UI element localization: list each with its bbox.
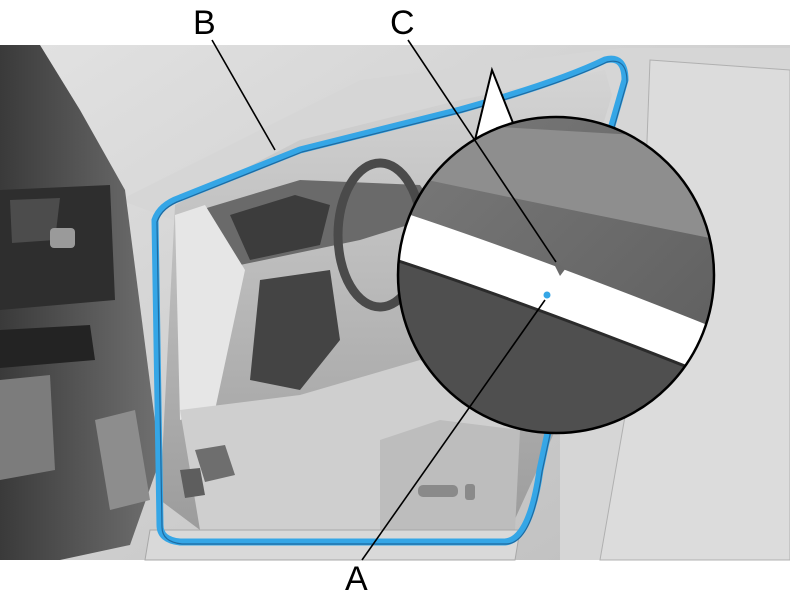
pedal-brake	[180, 468, 205, 498]
zoom-trim-strip	[398, 205, 714, 380]
a-pillar-trim	[175, 205, 245, 420]
zoom-inset	[396, 115, 716, 435]
door-speaker	[0, 375, 55, 480]
seat-switch	[418, 485, 458, 497]
seal-highlight-dot	[543, 291, 551, 299]
instrument-cluster	[230, 195, 330, 260]
zoom-roof-panel	[398, 120, 714, 240]
leader-line-a	[361, 299, 546, 561]
leader-line-b	[211, 39, 276, 151]
zoom-inset-border	[396, 115, 716, 435]
zoom-seal-lip	[398, 253, 714, 382]
door-trim-pattern	[10, 198, 60, 243]
door-handle	[50, 228, 75, 248]
pedal	[195, 445, 235, 482]
door-pocket	[95, 410, 150, 510]
zoom-clip-tab	[553, 262, 566, 276]
seat-switch-lever	[465, 484, 475, 500]
zoom-seal-body	[398, 255, 714, 433]
callout-label-a: A	[345, 560, 368, 598]
callout-label-c: C	[390, 4, 415, 42]
steering-column	[250, 270, 340, 390]
door-armrest	[0, 325, 95, 368]
callout-label-b: B	[193, 4, 216, 42]
seat-base	[380, 420, 520, 530]
leader-line-c	[407, 39, 557, 263]
